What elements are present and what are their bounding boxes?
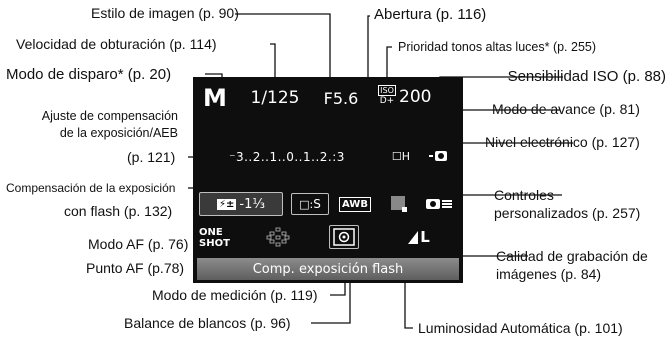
label-modo-disparo: Modo de disparo* (p. 20)	[6, 66, 172, 83]
exposure-level-scale[interactable]: ⁻3..2..1..0..1..2.:3	[229, 150, 345, 164]
flash-exposure-comp-field[interactable]: ⚡± -1⅓	[199, 192, 283, 216]
label-sensibilidad-iso-text: Sensibilidad ISO (p. 88)	[507, 68, 666, 85]
label-prioridad-tonos: Prioridad tonos altas luces* (p. 255)	[398, 40, 597, 54]
drive-mode-value: ☐H	[391, 149, 411, 163]
auto-lighting-optimizer-icon[interactable]	[387, 193, 411, 215]
shutter-speed[interactable]: 1/125	[250, 88, 300, 108]
quality-triangle-icon	[408, 230, 419, 244]
metering-mode-field[interactable]	[329, 225, 359, 249]
level-icon	[429, 151, 447, 161]
highlight-tone-priority-icon: D+	[379, 96, 395, 106]
label-ajuste-compensacion-1: Ajuste de compensación	[41, 109, 178, 123]
electronic-level-icon[interactable]	[427, 145, 453, 167]
quick-control-screen: M 1/125 F5.6 ISO D+ 200 ⁻3..2..1..0..1..…	[193, 77, 463, 283]
label-controles-2: personalizados (p. 257)	[494, 205, 641, 221]
picture-style-icon: □:	[299, 197, 314, 211]
custom-controls-glyph	[426, 199, 452, 209]
label-comp-flash-1: Compensación de la exposición	[6, 181, 176, 195]
iso-icon: ISO D+	[373, 81, 401, 111]
iso-icon-label: ISO	[378, 85, 396, 96]
flash-comp-value: -1⅓	[239, 196, 265, 212]
metering-mode-icon	[333, 228, 355, 246]
label-nivel-electronico: Nivel electrónico (p. 127)	[485, 134, 640, 150]
flash-comp-status-bar: Comp. exposición flash	[197, 258, 459, 280]
label-ajuste-compensacion-3: (p. 121)	[127, 149, 176, 165]
label-punto-af: Punto AF (p.78)	[86, 260, 185, 276]
label-balance-blancos: Balance de blancos (p. 96)	[124, 315, 291, 331]
label-comp-flash-2: con flash (p. 132)	[64, 203, 173, 219]
shooting-mode[interactable]: M	[203, 84, 227, 112]
flash-comp-icon: ⚡±	[217, 198, 237, 210]
aperture-value[interactable]: F5.6	[323, 88, 359, 108]
custom-controls-icon[interactable]	[423, 193, 455, 215]
label-ajuste-compensacion-2: de la exposición/AEB	[59, 126, 178, 140]
label-abertura: Abertura (p. 116)	[374, 6, 487, 23]
label-estilo-imagen: Estilo de imagen (p. 90)	[91, 5, 239, 21]
label-calidad-2: imágenes (p. 84)	[496, 266, 602, 282]
wb-value: AWB	[339, 196, 371, 212]
white-balance-field[interactable]: AWB	[338, 194, 372, 214]
picture-style-value: S	[313, 197, 321, 211]
image-quality-field[interactable]: L	[399, 225, 439, 249]
label-calidad-1: Calidad de grabación de	[496, 248, 648, 264]
label-modo-medicion: Modo de medición (p. 119)	[152, 287, 318, 303]
af-mode-field[interactable]: ONE SHOT	[199, 227, 230, 249]
label-luminosidad: Luminosidad Automática (p. 101)	[418, 320, 623, 336]
iso-value[interactable]: 200	[399, 87, 432, 107]
af-point-icon[interactable]	[263, 225, 293, 249]
picture-style-field[interactable]: □:S	[291, 193, 329, 215]
label-controles-1: Controles	[494, 187, 554, 203]
drive-mode-icon[interactable]: ☐H	[389, 143, 413, 169]
label-modo-avance: Modo de avance (p. 81)	[492, 101, 640, 117]
label-velocidad-obturacion: Velocidad de obturación (p. 114)	[16, 36, 217, 52]
af-points-glyph	[266, 227, 290, 247]
quality-value: L	[420, 228, 430, 246]
alo-icon	[391, 196, 407, 212]
label-modo-af: Modo AF (p. 76)	[88, 236, 189, 252]
